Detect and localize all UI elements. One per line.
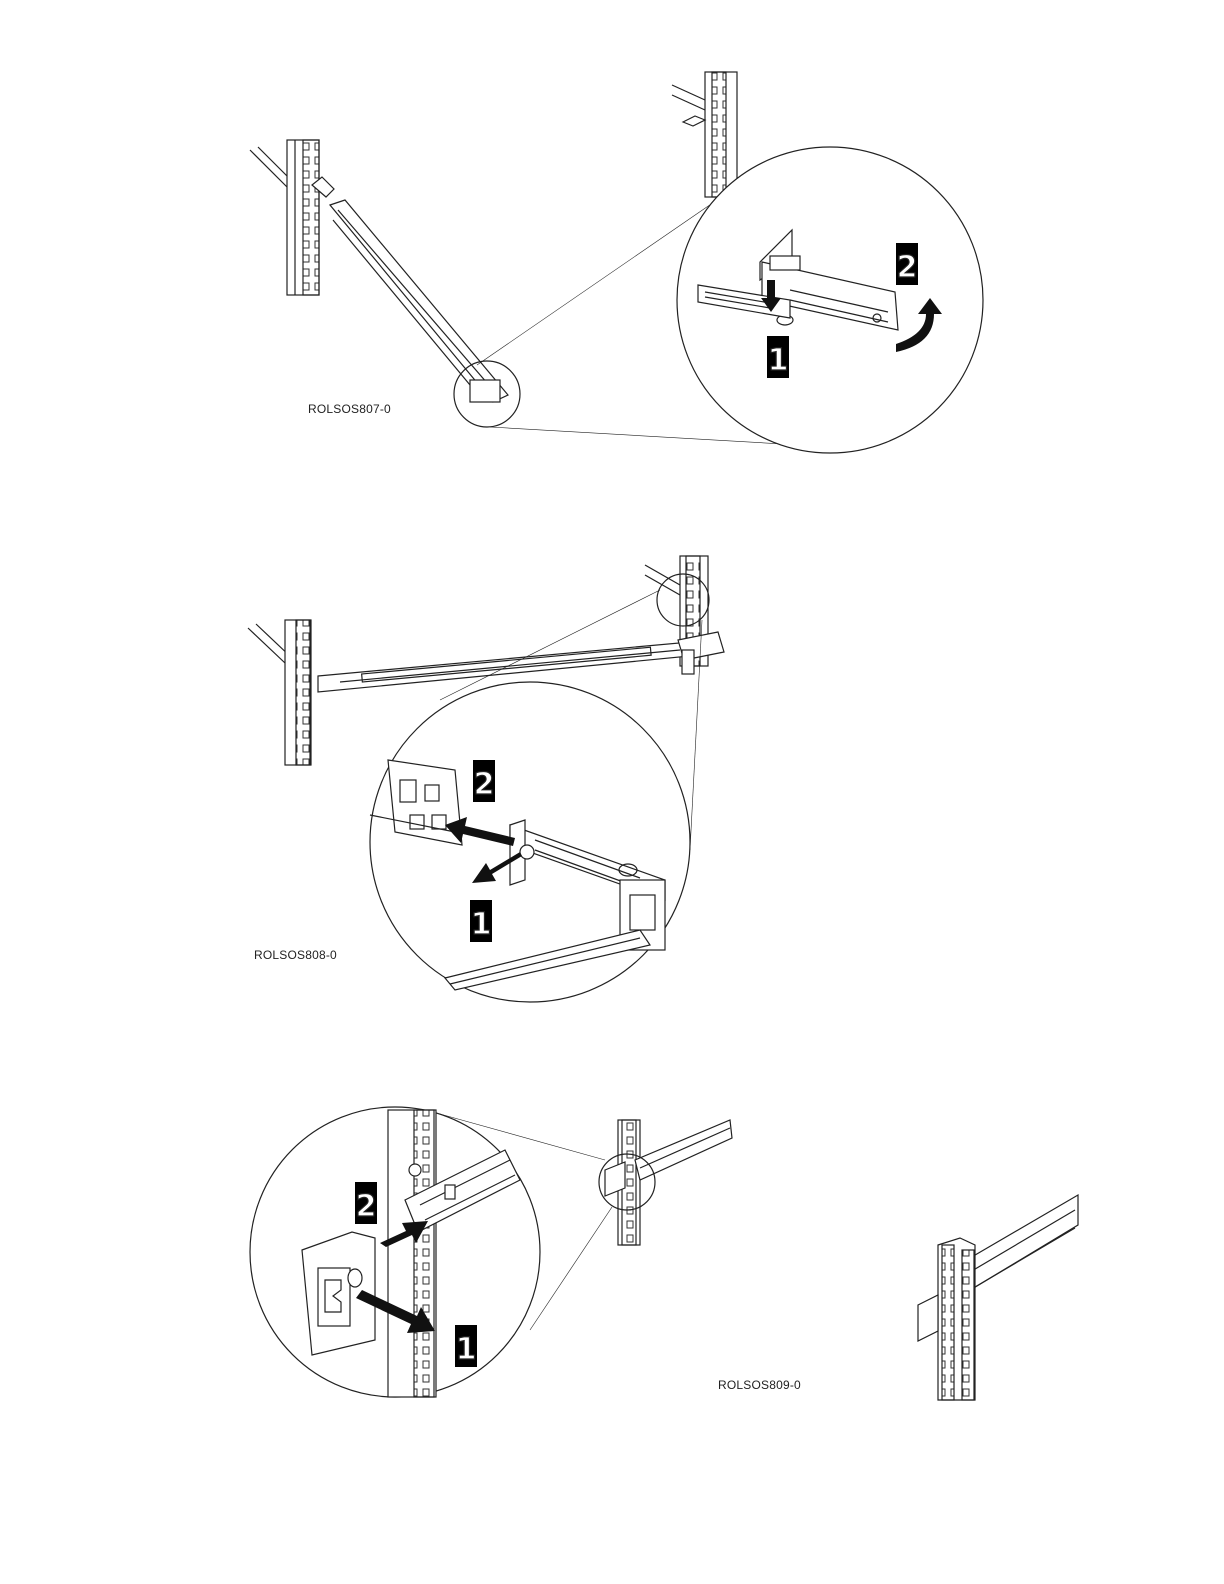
figure-caption: ROLSOS807-0 [308, 402, 391, 416]
rack-post-right [918, 1195, 1078, 1400]
step-label-2: 2 [473, 760, 495, 802]
figure-caption: ROLSOS808-0 [254, 948, 337, 962]
step-label-text: 1 [471, 907, 492, 942]
rack-post-right [672, 72, 737, 197]
step-label-text: 2 [897, 250, 918, 285]
step-label-1: 1 [470, 900, 492, 942]
figure-3: 1 2 [250, 1107, 1078, 1400]
figure-2: 1 2 [248, 556, 724, 1002]
detail-circle-large [370, 682, 690, 1002]
rack-post-middle [605, 1120, 732, 1245]
step-label-text: 1 [768, 343, 789, 378]
detail-circle-large [677, 147, 983, 453]
rack-post-left [250, 140, 319, 295]
step-label-text: 1 [456, 1332, 477, 1367]
step-label-text: 2 [474, 767, 495, 802]
step-label-2: 2 [896, 243, 918, 285]
step-label-2: 2 [355, 1182, 377, 1224]
step-label-1: 1 [455, 1325, 477, 1367]
rack-post-left [248, 620, 311, 765]
figure-1: 1 2 [250, 72, 983, 453]
step-label-1: 1 [767, 336, 789, 378]
detail-circle-large [250, 1107, 540, 1397]
step-label-text: 2 [356, 1189, 377, 1224]
figure-caption: ROLSOS809-0 [718, 1378, 801, 1392]
slide-rail [312, 177, 508, 402]
